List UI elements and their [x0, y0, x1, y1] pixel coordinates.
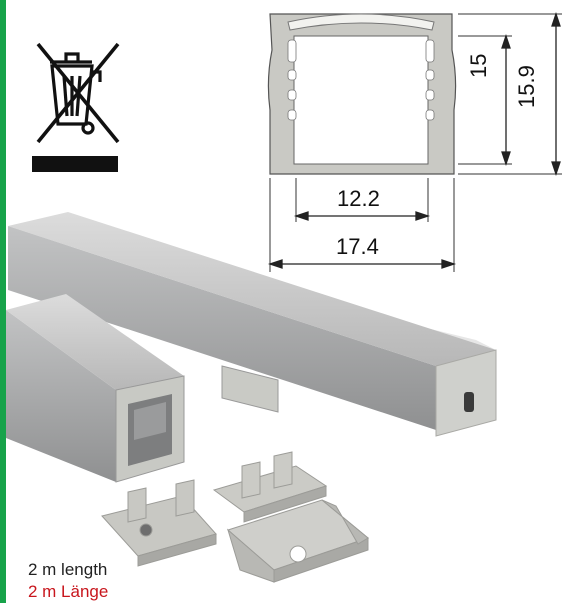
end-cap — [227, 499, 370, 583]
mounting-clip — [221, 365, 279, 413]
aluminium-profile-long — [8, 212, 497, 437]
end-cap — [212, 451, 328, 523]
aluminium-profile-short — [6, 294, 185, 483]
length-caption-german: 2 m Länge — [28, 582, 109, 601]
end-cap — [101, 479, 217, 567]
weee-crossed-bin-icon — [32, 42, 120, 172]
inner-width-label: 12.2 — [337, 186, 380, 211]
outer-width-label: 17.4 — [336, 234, 379, 259]
outer-height-label: 15.9 — [514, 65, 539, 108]
accent-bar — [0, 0, 6, 603]
cross-section-drawing — [267, 11, 562, 272]
inner-height-label: 15 — [466, 53, 491, 78]
product-illustration — [6, 212, 497, 583]
length-caption-english: 2 m length — [28, 560, 108, 579]
